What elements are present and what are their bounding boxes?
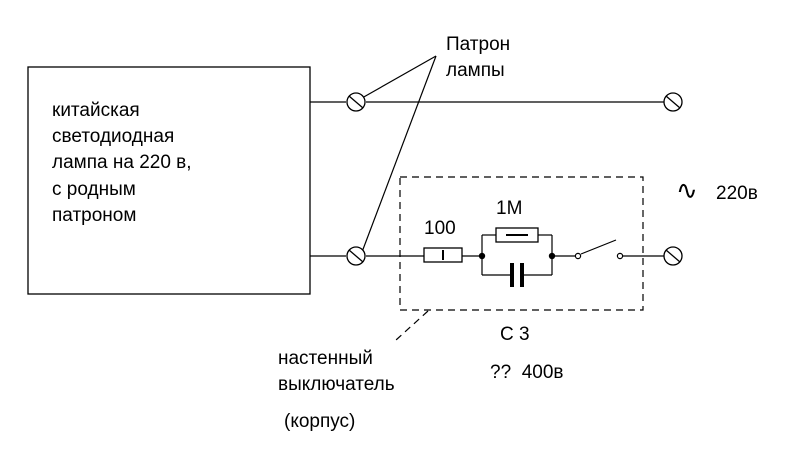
capacitor-label: С 3 [500,324,530,345]
capacitor-value-label: ?? 400в [490,362,564,383]
terminal-socket-bottom [346,246,366,266]
terminal-socket-top [346,92,366,112]
source-voltage-label: 220в [716,183,758,204]
lamp-box [27,66,311,295]
resistor-series-label: 100 [424,218,456,239]
resistor-parallel-label: 1М [496,198,522,219]
socket-label-line-1: Патрон [446,34,510,55]
switch-housing-pointer [395,310,429,341]
lamp-box-line-5: патроном [52,205,136,226]
switch-housing [399,176,644,311]
switch-housing-label: (корпус) [284,411,355,432]
switch-label-line-2: выключатель [278,374,395,395]
lamp-box-line-4: с родным [52,179,136,200]
terminal-line-top [663,92,683,112]
socket-pointer-bottom [361,55,437,253]
resistor-parallel [495,227,539,243]
capacitor [510,263,524,287]
lamp-box-line-1: китайская [52,100,140,121]
switch [574,239,624,260]
socket-label-line-2: лампы [446,60,505,81]
lamp-box-line-2: светодиодная [52,126,174,147]
resistor-series [423,247,463,263]
ac-source-icon: ∿ [676,175,698,205]
terminal-line-bottom [663,246,683,266]
lamp-box-line-3: лампа на 220 в, [52,152,192,173]
switch-label-line-1: настенный [278,348,373,369]
socket-pointer-top [361,55,437,99]
